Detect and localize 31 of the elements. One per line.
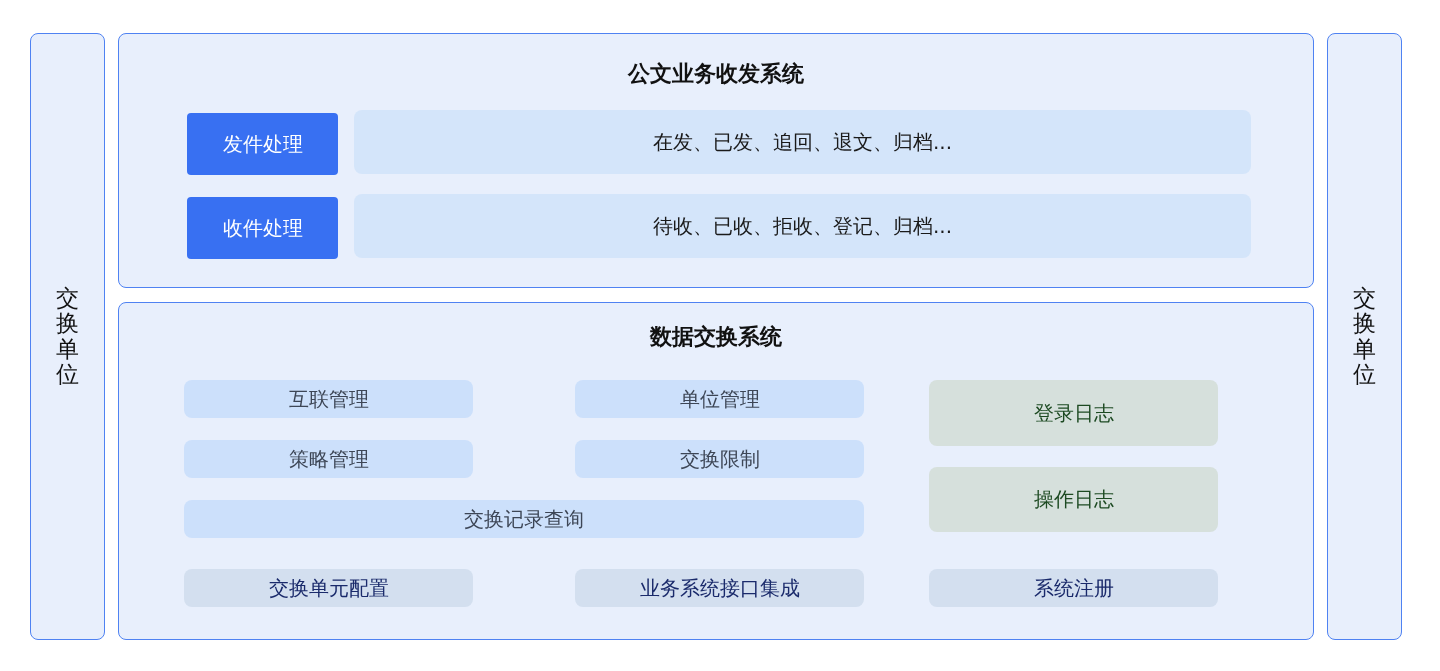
box-label: 收件处理 — [222, 214, 303, 242]
box-label: 登录日志 — [1033, 399, 1114, 427]
log-box — [929, 380, 1218, 446]
module-box — [575, 380, 864, 418]
function-list-text: 在发、已发、追回、退文、归档... — [652, 128, 953, 156]
module-box — [575, 440, 864, 478]
module-box — [184, 500, 864, 538]
box-label: 单位管理 — [679, 385, 760, 413]
box-label: 交换限制 — [679, 445, 760, 473]
box-label: 操作日志 — [1033, 486, 1114, 513]
panel-title: 数据交换系统 — [650, 323, 782, 351]
panel-title: 公文业务收发系统 — [628, 60, 804, 88]
box-label: 发件处理 — [222, 130, 303, 158]
side-column-panel — [30, 33, 105, 640]
box-label: 业务系统接口集成 — [639, 574, 800, 602]
process-box — [187, 113, 338, 175]
side-column-panel — [1327, 33, 1402, 640]
system-panel — [118, 33, 1314, 288]
box-label: 策略管理 — [288, 445, 369, 473]
box-label: 交换单元配置 — [268, 574, 389, 602]
box-label: 交换记录查询 — [464, 505, 584, 533]
process-box — [187, 197, 338, 259]
side-label: 交换单位 — [1353, 285, 1376, 388]
side-label: 交换单位 — [56, 285, 79, 388]
function-list-text: 待收、已收、拒收、登记、归档... — [652, 212, 953, 240]
box-label: 系统注册 — [1033, 574, 1114, 602]
box-label: 互联管理 — [288, 385, 369, 413]
module-box — [184, 380, 473, 418]
module-box — [184, 440, 473, 478]
log-box — [929, 467, 1218, 532]
system-panel — [118, 302, 1314, 640]
